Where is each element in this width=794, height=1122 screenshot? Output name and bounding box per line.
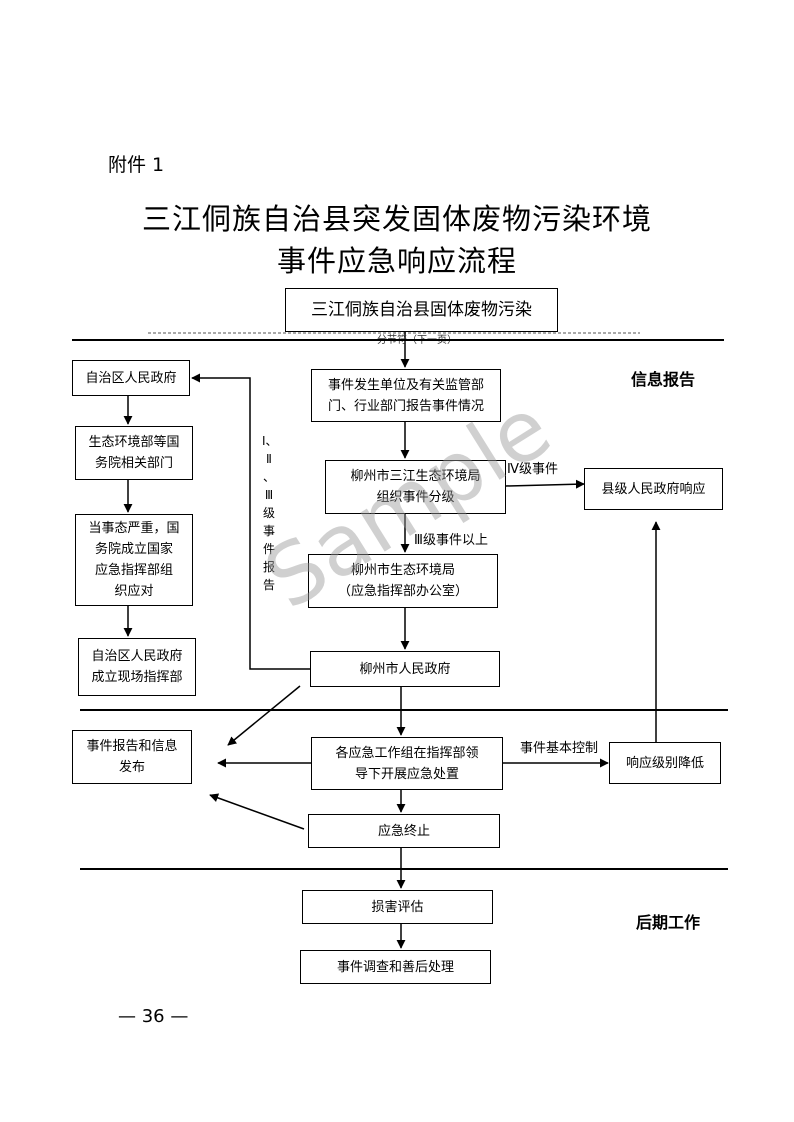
arrow-termination-to-release [209, 793, 305, 830]
box-damage-assessment: 损害评估 [302, 890, 493, 924]
section-label-info-report: 信息报告 [631, 370, 696, 389]
box-investigation-aftermath: 事件调查和善后处理 [300, 950, 491, 984]
top-box-label: 三江侗族自治县固体废物污染 [311, 299, 532, 320]
section-divider-3 [80, 868, 728, 870]
top-box: 三江侗族自治县固体废物污染 [285, 288, 558, 332]
label-basic-control: 事件基本控制 [520, 741, 599, 756]
arrow-major-report [191, 373, 310, 670]
section-divider-1 [72, 339, 724, 341]
label-major-event-report: Ⅰ、 Ⅱ 、 Ⅲ 级 事 件 报 告 [262, 434, 278, 592]
box-county-response: 县级人民政府响应 [584, 468, 723, 510]
box-regional-government: 自治区人民政府 [72, 360, 190, 396]
box-liuzhou-government: 柳州市人民政府 [310, 651, 500, 687]
page-number: — 36 — [118, 1006, 189, 1027]
arrow-level-iv [505, 479, 585, 489]
box-emergency-disposal: 各应急工作组在指挥部领 导下开展应急处置 [311, 737, 503, 790]
box-national-command: 当事态严重，国 务院成立国家 应急指挥部组 织应对 [75, 514, 193, 606]
arrow-gov-to-release [227, 685, 301, 746]
box-sanjiang-eco-bureau: 柳州市三江生态环境局 组织事件分级 [325, 460, 506, 514]
attachment-label: 附件 1 [108, 154, 165, 176]
box-ministry-departments: 生态环境部等国 务院相关部门 [75, 426, 193, 480]
page-title-line2: 事件应急响应流程 [276, 244, 517, 278]
label-level-iv: Ⅳ级事件 [507, 462, 558, 477]
box-incident-report: 事件发生单位及有关监管部 门、行业部门报告事件情况 [311, 369, 501, 422]
box-onsite-command: 自治区人民政府 成立现场指挥部 [78, 638, 196, 696]
section-divider-2 [80, 709, 728, 711]
section-label-post-work: 后期工作 [636, 913, 701, 932]
box-response-downgrade: 响应级别降低 [609, 742, 721, 784]
box-emergency-termination: 应急终止 [308, 814, 500, 848]
box-info-release: 事件报告和信息 发布 [72, 730, 192, 784]
page-title-line1: 三江侗族自治县突发固体废物污染环境 [141, 202, 652, 236]
label-level-iii-up: Ⅲ级事件以上 [414, 533, 488, 548]
box-liuzhou-eco-bureau: 柳州市生态环境局 （应急指挥部办公室） [308, 554, 498, 608]
